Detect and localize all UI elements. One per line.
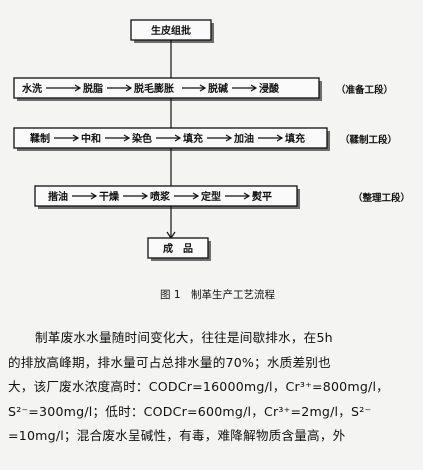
- paragraph-line-3: 大，该厂废水浓度高时：CODCr=16000mg/l，Cr³⁺=800mg/l，: [8, 379, 389, 394]
- stage-box-preparation: [13, 77, 320, 99]
- step-oiling: 揩油: [48, 190, 68, 203]
- step-deliming: 脱碱: [208, 82, 228, 95]
- process-flow-diagram: 生皮组批 水洗 脱脂 脱毛膨胀 脱碱 浸酸 （准备工段） 鞣制 中和 染色 填充: [13, 19, 410, 301]
- step-unhairing-swelling: 脱毛膨胀: [134, 82, 174, 95]
- row2-arrows: [54, 134, 284, 142]
- step-degrease: 脱脂: [83, 82, 103, 95]
- start-label: 生皮组批: [151, 24, 191, 37]
- step-wash: 水洗: [21, 82, 42, 95]
- paragraph-line-4: S²⁻=300mg/l；低时：CODCr=600mg/l，Cr³⁺=2mg/l，…: [8, 403, 372, 419]
- step-spraying: 喷浆: [150, 190, 171, 203]
- step-neutralize: 中和: [81, 132, 101, 145]
- step-pickling: 浸酸: [259, 82, 280, 95]
- end-label: 成 品: [163, 242, 193, 255]
- step-filling-1: 填充: [183, 132, 203, 145]
- body-paragraph: 制革废水水量随时间变化大，往往是间歇排水，在5h 的排放高峰期，排水量可占总排水…: [8, 326, 420, 449]
- row1-arrows: [46, 84, 258, 92]
- step-ironing: 熨平: [252, 190, 272, 203]
- figure-caption: 图 1 制革生产工艺流程: [160, 288, 276, 301]
- svg-text:鞣制 中和 染色 填充: 鞣制 中和 染色 填充 加油 填充: [30, 132, 305, 145]
- paragraph-line-5: =10mg/l；混合废水呈碱性，有毒，难降解物质含量高，外: [8, 428, 346, 443]
- row3-arrows: [72, 192, 251, 200]
- paragraph-line-1: 制革废水水量随时间变化大，往往是间歇排水，在5h: [35, 330, 333, 345]
- stage-label-preparation: （准备工段）: [336, 84, 393, 96]
- end-box: [147, 237, 209, 259]
- step-drying: 干燥: [99, 190, 120, 203]
- stage-label-tanning: （鞣制工段）: [340, 134, 397, 146]
- svg-text:水洗 脱脂 脱毛膨胀 脱: 水洗 脱脂 脱毛膨胀 脱碱 浸酸: [21, 82, 280, 95]
- svg-text:揩油 干燥 喷浆 定型: 揩油 干燥 喷浆 定型 熨平: [48, 190, 272, 203]
- stage-box-finishing: [34, 185, 298, 207]
- stage-label-finishing: （整理工段）: [353, 192, 410, 204]
- step-filling-2: 填充: [285, 132, 305, 145]
- step-dyeing: 染色: [131, 132, 152, 145]
- step-tanning: 鞣制: [30, 132, 50, 145]
- paragraph-line-2: 的排放高峰期，排水量可占总排水量的70%；水质差别也: [8, 354, 331, 370]
- step-shaping: 定型: [201, 190, 221, 203]
- step-fatliquoring: 加油: [233, 132, 254, 145]
